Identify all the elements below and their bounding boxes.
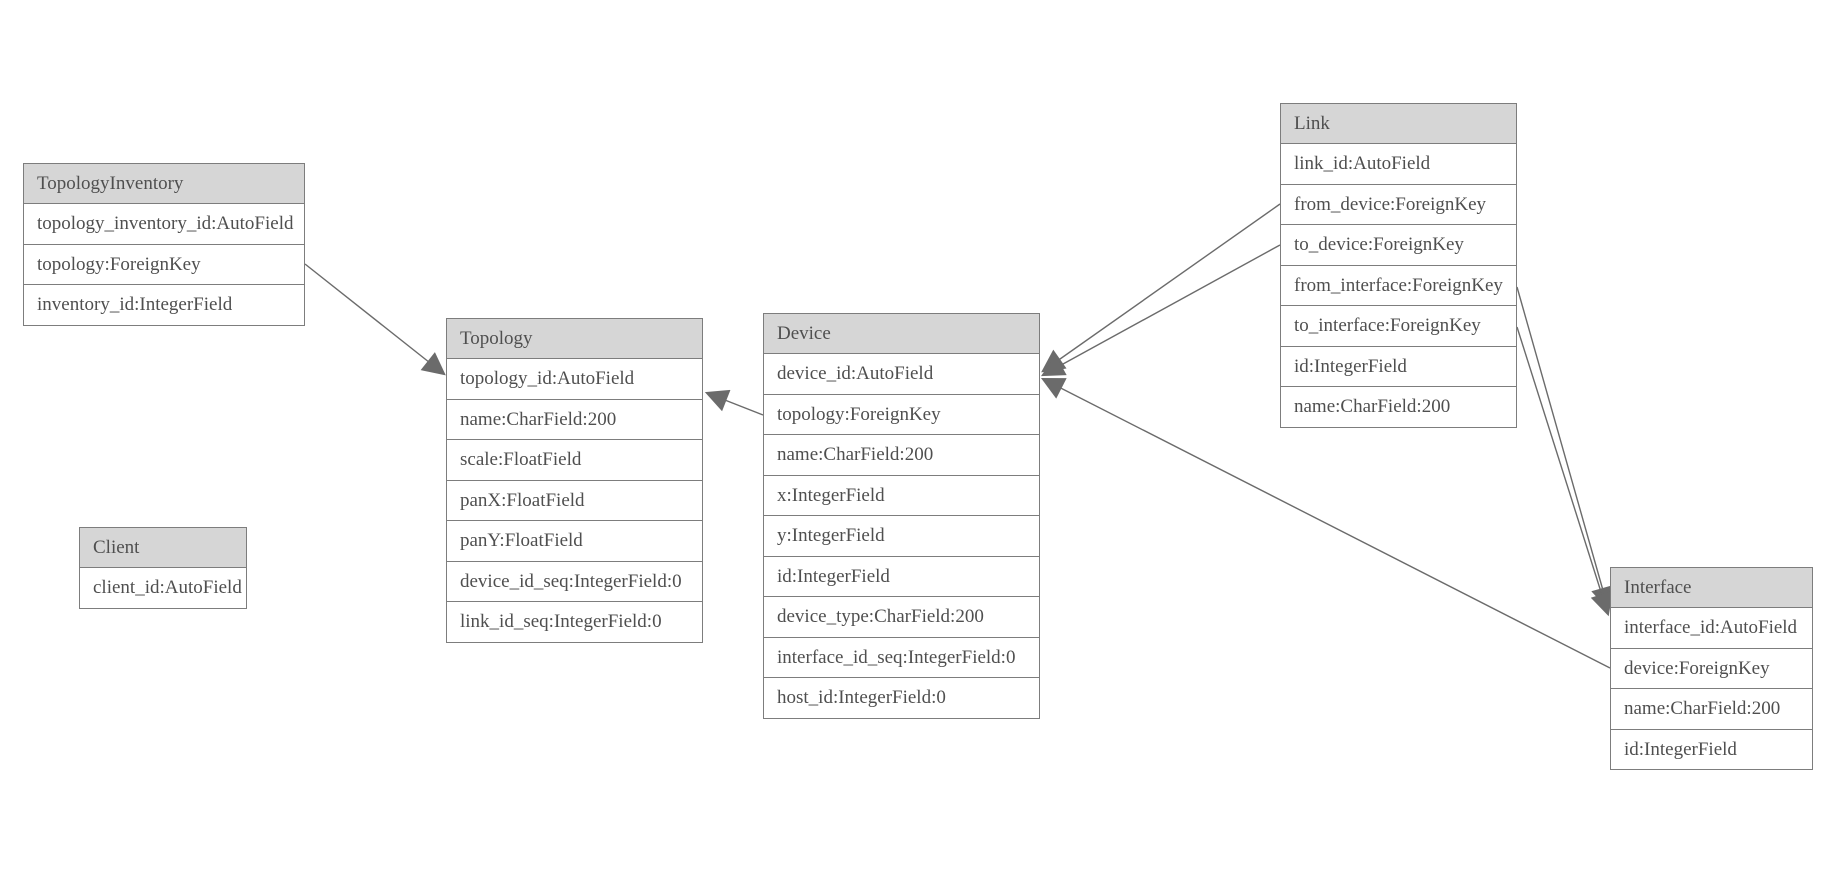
field-row: from_interface:ForeignKey: [1281, 264, 1516, 306]
field-row: id:IntegerField: [1281, 345, 1516, 387]
field-row: topology_inventory_id:AutoField: [37, 213, 294, 234]
field-row: id:IntegerField: [1611, 728, 1812, 770]
entity-title: Client: [80, 528, 246, 568]
field-row: topology:ForeignKey: [764, 393, 1039, 435]
field-row: to_interface:ForeignKey: [1281, 305, 1516, 346]
entity-interface[interactable]: Interface interface_id:AutoField device:F…: [1610, 567, 1813, 770]
field-row: name:CharField:200: [764, 434, 1039, 475]
field-row: interface_id_seq:IntegerField:0: [764, 636, 1039, 678]
relation-link.from_interface-to-interface.interface_id: [1516, 286, 1614, 611]
field-row: inventory_id:IntegerField: [24, 284, 304, 325]
relation-link.to_device-to-device.device_id: [1040, 244, 1281, 377]
field-row: device_id:AutoField: [777, 363, 934, 384]
entity-topology-inventory[interactable]: TopologyInventory topology_inventory_id:…: [23, 163, 305, 326]
relation-device.topology-to-topology.topology_id: [704, 389, 764, 416]
relation-link.to_interface-to-interface.interface_id: [1516, 326, 1613, 617]
entity-client[interactable]: Client client_id:AutoField: [79, 527, 247, 609]
field-row: name:CharField:200: [1281, 386, 1516, 427]
field-row: scale:FloatField: [447, 439, 702, 480]
relation-topology_inventory.topology-to-topology.topology_id: [304, 263, 446, 376]
field-row: link_id:AutoField: [1294, 153, 1431, 174]
entity-title: Interface: [1611, 568, 1812, 608]
field-row: device_id_seq:IntegerField:0: [447, 560, 702, 602]
entity-fields: topology_inventory_id:AutoField topology:…: [24, 204, 304, 325]
field-row: id:IntegerField: [764, 555, 1039, 597]
field-row: x:IntegerField: [764, 474, 1039, 516]
field-row: panX:FloatField: [447, 479, 702, 521]
field-row: topology_id:AutoField: [460, 368, 635, 389]
entity-fields: client_id:AutoField: [80, 568, 246, 608]
field-row: link_id_seq:IntegerField:0: [447, 601, 702, 642]
field-row: topology:ForeignKey: [24, 243, 304, 285]
entity-title: TopologyInventory: [24, 164, 304, 204]
field-row: name:CharField:200: [1611, 688, 1812, 729]
field-row: host_id:IntegerField:0: [764, 677, 1039, 718]
field-row: name:CharField:200: [447, 398, 702, 440]
entity-topology[interactable]: Topology topology_id:AutoField name:CharF…: [446, 318, 703, 643]
field-row: y:IntegerField: [764, 515, 1039, 556]
entity-title: Device: [764, 314, 1039, 354]
field-row: from_device:ForeignKey: [1281, 183, 1516, 225]
field-row: panY:FloatField: [447, 520, 702, 561]
field-row: device_type:CharField:200: [764, 596, 1039, 637]
entity-title: Link: [1281, 104, 1516, 144]
entity-device[interactable]: Device device_id:AutoField topology:Forei…: [763, 313, 1040, 719]
entity-link[interactable]: Link link_id:AutoField from_device:Foreig…: [1280, 103, 1517, 428]
field-row: interface_id:AutoField: [1624, 617, 1798, 638]
field-row: to_device:ForeignKey: [1281, 224, 1516, 265]
field-row: client_id:AutoField: [93, 577, 242, 598]
field-row: device:ForeignKey: [1611, 647, 1812, 689]
entity-title: Topology: [447, 319, 702, 359]
relation-link.from_device-to-device.device_id: [1041, 203, 1281, 373]
